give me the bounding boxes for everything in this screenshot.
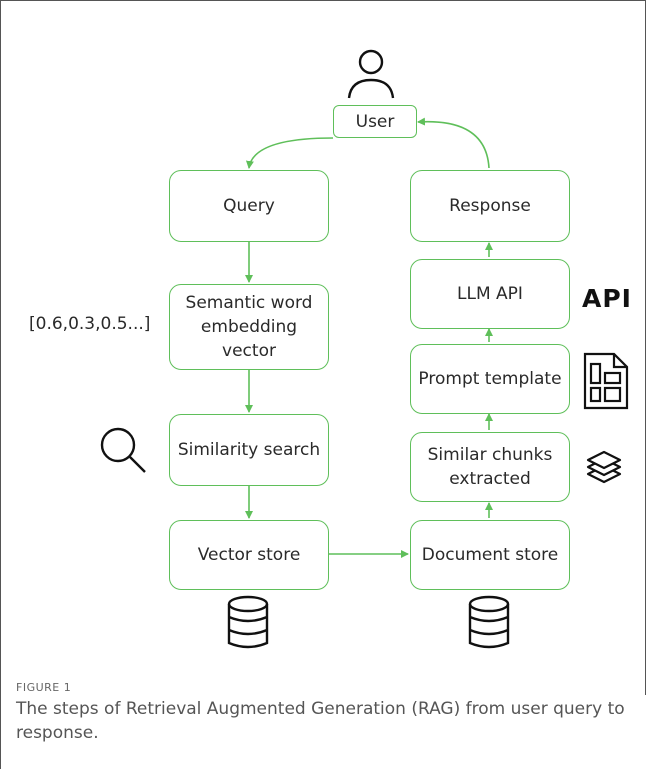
api-icon: API — [582, 284, 632, 313]
vector-store-node: Vector store — [169, 520, 329, 590]
figure-label: FIGURE 1 — [16, 681, 72, 694]
embedding-vector-example: [0.6,0.3,0.5...] — [29, 314, 151, 334]
similar-chunks-node: Similar chunks extracted — [410, 432, 570, 502]
database-icon — [468, 595, 510, 649]
user-node-label: User — [355, 111, 395, 132]
database-icon — [227, 595, 269, 649]
llm-api-node-label: LLM API — [457, 284, 523, 304]
prompt-template-node: Prompt template — [410, 344, 570, 414]
arrow-response-to-user — [417, 117, 490, 169]
document-icon — [583, 352, 629, 410]
similar-chunks-node-label: Similar chunks extracted — [427, 445, 553, 489]
similarity-search-node-label: Similarity search — [177, 440, 321, 460]
search-icon — [100, 427, 146, 473]
layers-icon — [586, 450, 622, 484]
prompt-template-node-label: Prompt template — [418, 369, 562, 389]
frame-right-border — [645, 0, 646, 695]
frame-left-border — [0, 0, 1, 769]
query-node-label: Query — [223, 196, 275, 216]
user-node: User — [333, 105, 417, 138]
document-store-node-label: Document store — [421, 545, 559, 565]
frame-top-border — [0, 0, 646, 1]
llm-api-node: LLM API — [410, 259, 570, 329]
response-node-label: Response — [449, 196, 531, 216]
vector-store-node-label: Vector store — [197, 545, 301, 565]
embedding-node: Semantic word embedding vector — [169, 284, 329, 370]
arrow-user-to-query — [245, 137, 334, 169]
document-store-node: Document store — [410, 520, 570, 590]
similarity-search-node: Similarity search — [169, 414, 329, 486]
figure-caption: The steps of Retrieval Augmented Generat… — [16, 699, 625, 743]
user-icon — [347, 49, 395, 99]
query-node: Query — [169, 170, 329, 242]
response-node: Response — [410, 170, 570, 242]
embedding-node-label: Semantic word embedding vector — [185, 293, 313, 361]
